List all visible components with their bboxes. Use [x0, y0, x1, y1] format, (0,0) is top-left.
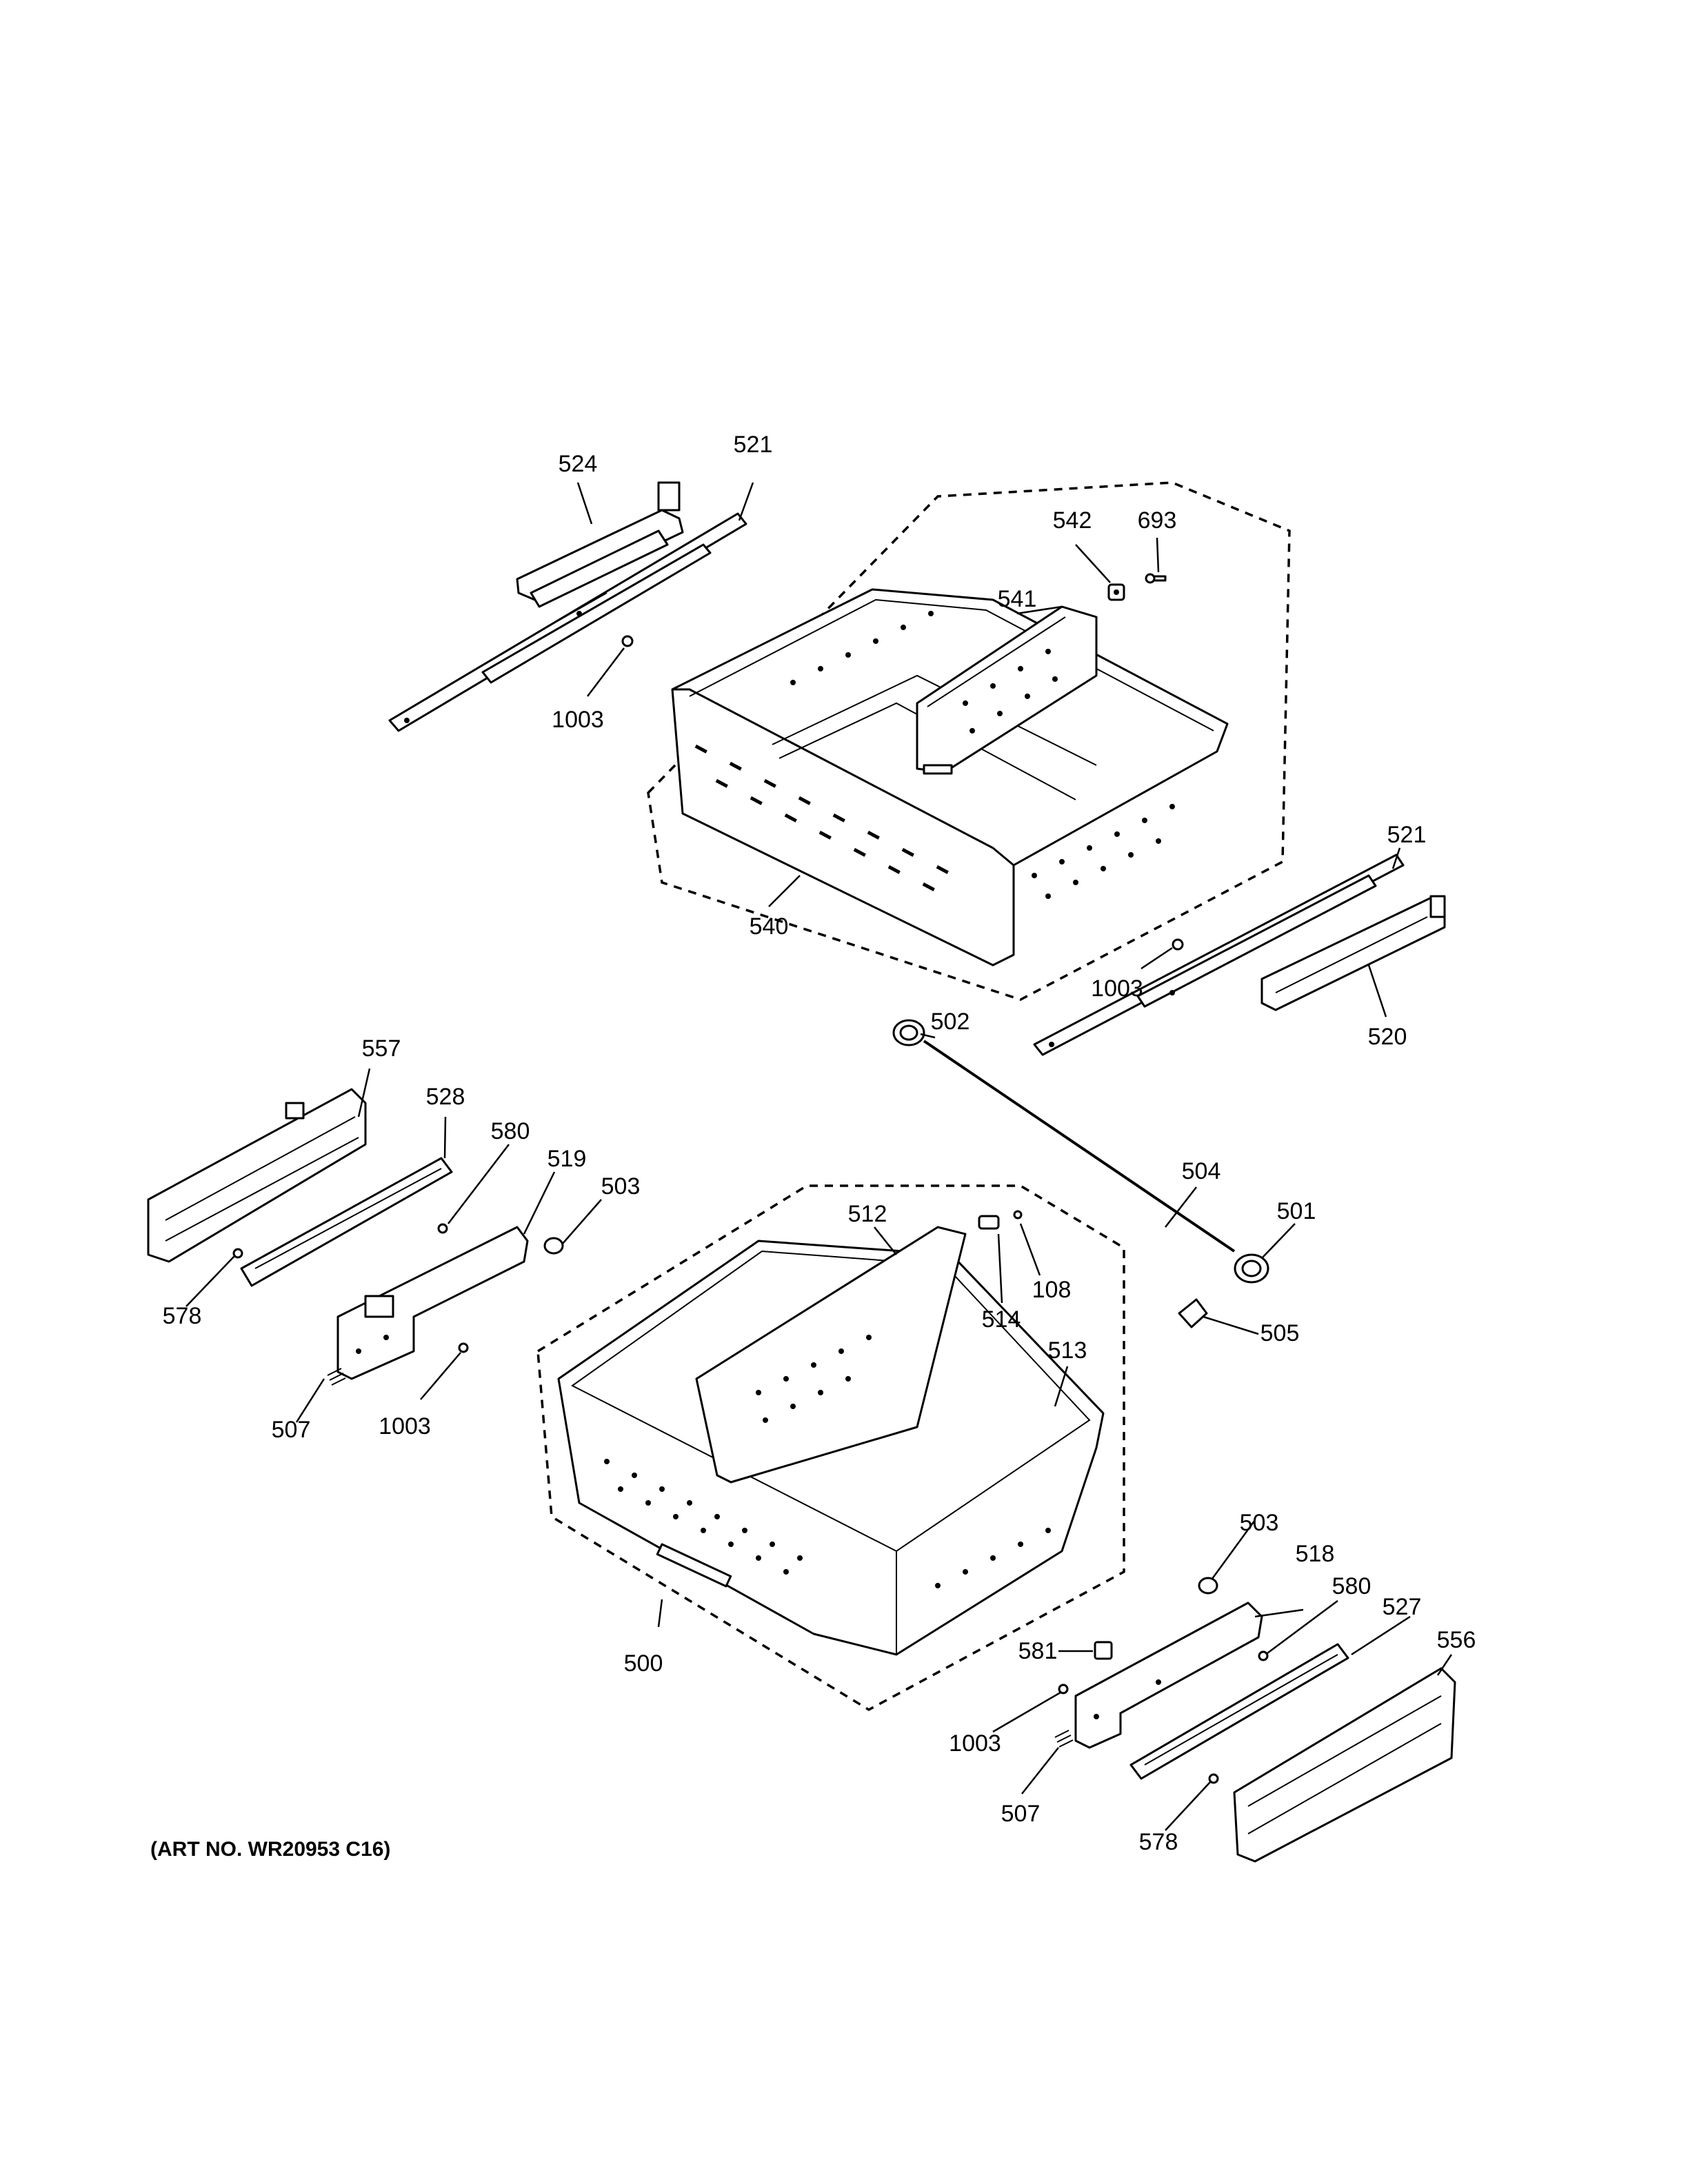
- callout-542: 542: [1053, 507, 1092, 534]
- callout-519: 519: [547, 1146, 587, 1172]
- right-bracket-556: [1233, 1667, 1456, 1863]
- upper-drawer-group-outline: [647, 481, 1291, 1001]
- spring-507-left: [327, 1368, 346, 1386]
- basket-vent-dots: [604, 1459, 1051, 1588]
- lower-drawer-group-outline: [536, 1184, 1125, 1712]
- callout-503-a: 503: [601, 1173, 641, 1200]
- callout-693: 693: [1138, 507, 1177, 534]
- callout-500: 500: [624, 1650, 663, 1677]
- callout-514: 514: [982, 1306, 1021, 1333]
- left-bracket-557: [147, 1088, 367, 1263]
- bracket-514: [978, 1215, 1000, 1230]
- screw-108: [1013, 1210, 1023, 1220]
- screw-1003-upper-right: [1172, 938, 1184, 951]
- spring-507-right: [1054, 1730, 1074, 1748]
- clip-581: [1094, 1641, 1113, 1660]
- upper-freezer-drawer-540: [671, 588, 1229, 967]
- callout-512: 512: [848, 1201, 887, 1227]
- callout-504: 504: [1182, 1158, 1221, 1184]
- screw-1003-lower-right: [1058, 1684, 1069, 1695]
- callout-503-b: 503: [1240, 1510, 1279, 1536]
- gear-503-right: [1198, 1577, 1218, 1595]
- callout-1003-b: 1003: [1091, 975, 1143, 1002]
- clip-505: [1178, 1298, 1208, 1328]
- callout-524: 524: [559, 451, 598, 477]
- callout-520: 520: [1368, 1024, 1407, 1050]
- screw-1003-lower-left: [458, 1342, 469, 1353]
- gear-503-left: [543, 1237, 564, 1255]
- screw-580-left: [437, 1223, 448, 1234]
- callout-581: 581: [1018, 1638, 1058, 1664]
- callout-108: 108: [1032, 1277, 1072, 1303]
- callout-507-a: 507: [272, 1417, 311, 1443]
- screw-578-right: [1208, 1773, 1219, 1784]
- callout-528: 528: [426, 1084, 465, 1110]
- callout-578-a: 578: [163, 1303, 202, 1329]
- callout-501: 501: [1277, 1198, 1316, 1224]
- left-frame-519: [336, 1226, 529, 1380]
- callout-521-top: 521: [734, 432, 773, 458]
- right-frame-518: [1074, 1601, 1263, 1749]
- gear-502: [892, 1019, 925, 1046]
- callout-1003-c: 1003: [379, 1413, 431, 1439]
- shaft-504: [923, 1040, 1236, 1253]
- screw-580-right: [1258, 1650, 1269, 1661]
- callout-labels: 524 521 542 693 541 1003 540 521 1003 52…: [163, 432, 1476, 1855]
- callout-580-b: 580: [1332, 1573, 1372, 1599]
- callout-507-b: 507: [1001, 1801, 1041, 1827]
- upper-left-rail-assembly: [388, 481, 747, 732]
- screw-1003-upper-left: [621, 635, 634, 647]
- art-number: (ART NO. WR20953 C16): [150, 1838, 390, 1861]
- callout-557: 557: [362, 1035, 401, 1062]
- callout-513: 513: [1048, 1337, 1087, 1364]
- callout-521-right: 521: [1387, 822, 1427, 848]
- gear-501: [1234, 1253, 1269, 1284]
- callout-580-a: 580: [491, 1118, 530, 1144]
- stopper-542: [1107, 583, 1125, 601]
- callout-540: 540: [750, 913, 789, 940]
- callout-502: 502: [931, 1009, 970, 1035]
- right-rail-assembly: [1033, 853, 1446, 1056]
- left-rail-528: [240, 1157, 453, 1287]
- lower-divider-512: [695, 1226, 967, 1484]
- callout-1003-d: 1003: [949, 1730, 1001, 1757]
- front-vent-slots: [694, 745, 949, 891]
- screw-693: [1145, 573, 1167, 584]
- leader-lines: [185, 482, 1453, 1831]
- callout-505: 505: [1260, 1320, 1300, 1346]
- callout-556: 556: [1437, 1627, 1476, 1653]
- callout-578-b: 578: [1139, 1829, 1178, 1855]
- callout-527: 527: [1383, 1594, 1422, 1620]
- upper-divider-541: [916, 605, 1098, 775]
- callout-518: 518: [1296, 1541, 1335, 1567]
- callout-1003-a: 1003: [552, 707, 604, 733]
- side-vent-dots: [790, 611, 1175, 899]
- callout-541: 541: [998, 586, 1037, 612]
- screw-578-left: [232, 1248, 243, 1259]
- right-rail-527: [1129, 1643, 1349, 1780]
